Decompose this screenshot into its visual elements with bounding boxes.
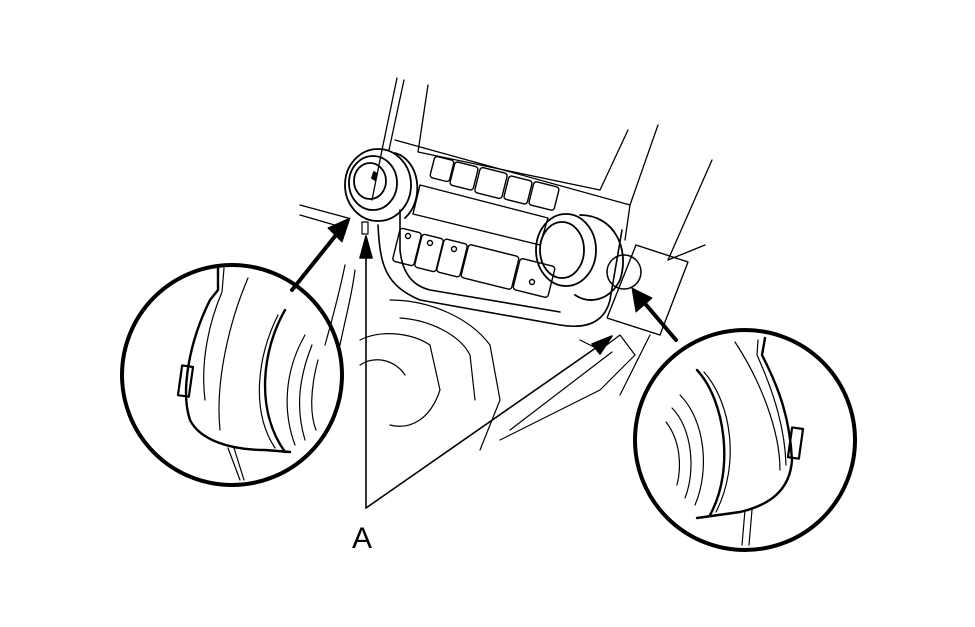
callout-label-a: A [352, 522, 373, 555]
right-knob [536, 214, 623, 300]
leader-lines-a [360, 222, 612, 508]
right-callout-detail [635, 330, 855, 550]
console-trim [300, 78, 712, 260]
right-detail-circle [607, 255, 641, 289]
lower-button-row [392, 228, 555, 298]
left-knob [345, 149, 417, 221]
protective-cloth [607, 245, 688, 335]
shift-console [325, 265, 650, 450]
callout-arrows [292, 218, 676, 340]
control-panel-bezel [378, 210, 622, 326]
upper-button-row [413, 156, 560, 245]
left-callout-detail [122, 265, 342, 485]
